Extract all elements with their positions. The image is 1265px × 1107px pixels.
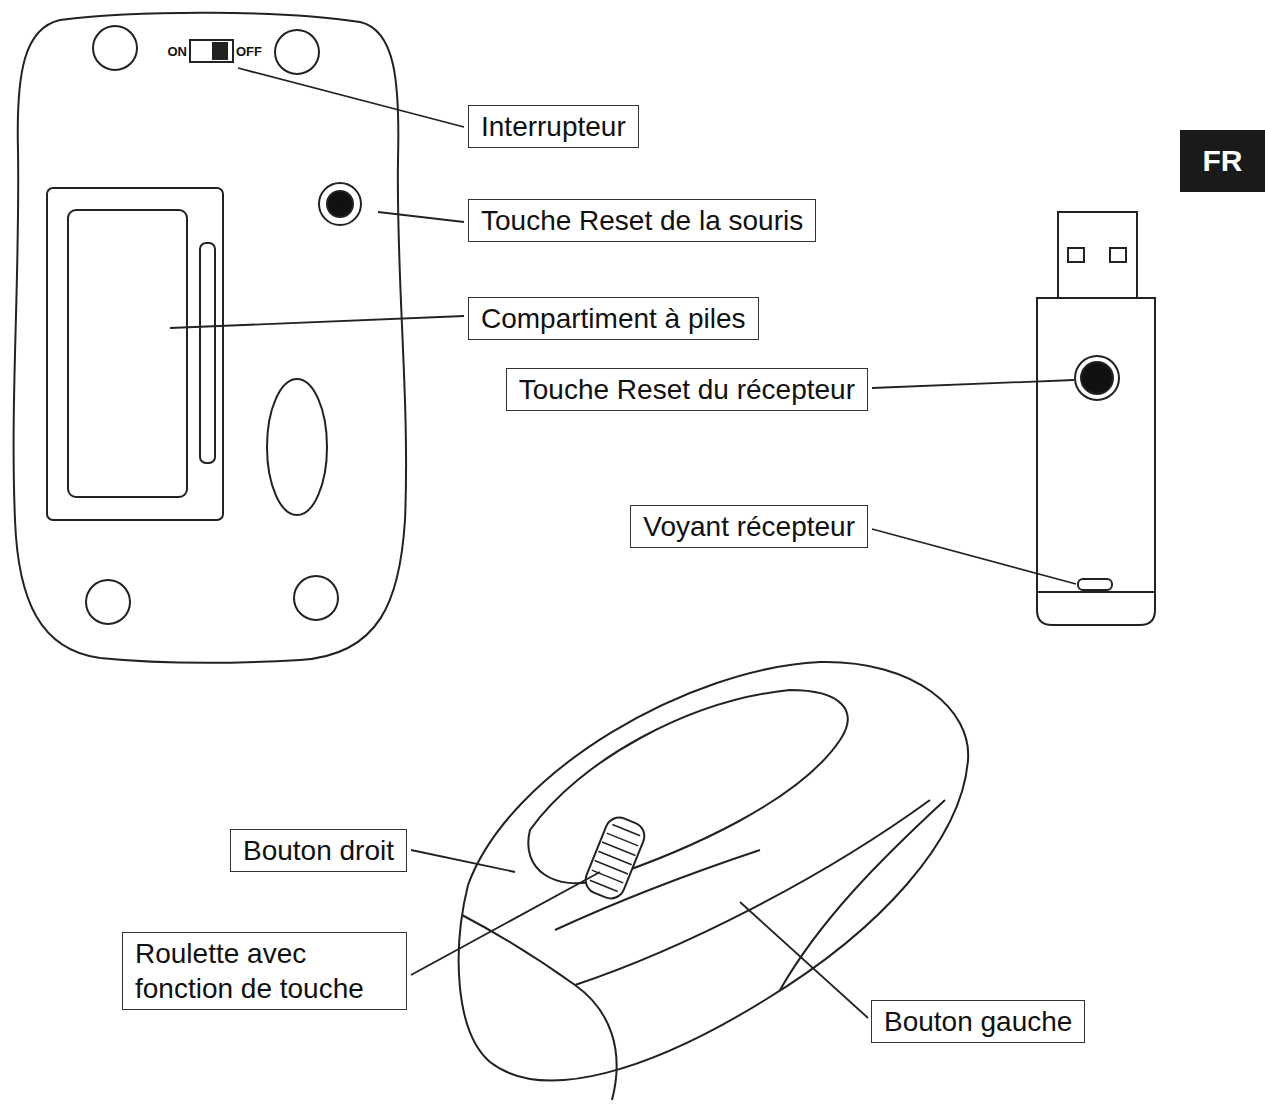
label-text: Voyant récepteur [643, 509, 855, 544]
label-text: Touche Reset de la souris [481, 203, 803, 238]
receiver-led [1078, 579, 1112, 590]
foot [86, 580, 130, 624]
sensor [267, 379, 327, 515]
receiver-body [1037, 298, 1155, 625]
leader-lines [170, 68, 1076, 1018]
mouse-bottom [14, 13, 407, 663]
label-text: Touche Reset du récepteur [519, 372, 855, 407]
battery-cover [68, 210, 187, 497]
mouse-divider [555, 800, 930, 985]
part-label: Touche Reset de la souris [468, 199, 816, 242]
usb-hole [1110, 248, 1126, 262]
foot [93, 26, 137, 70]
scroll-wheel [581, 813, 648, 902]
switch [190, 40, 233, 62]
label-text: Roulette avec fonction de touche [135, 936, 394, 1006]
slot [200, 243, 215, 463]
part-label: Bouton droit [230, 829, 407, 872]
mouse-top-edge [462, 915, 617, 1100]
label-text: Bouton gauche [884, 1004, 1072, 1039]
switch-knob [213, 43, 227, 59]
label-text: Compartiment à piles [481, 301, 746, 336]
foot [275, 30, 319, 74]
switch-label: OFF [236, 44, 262, 59]
receiver-reset [1081, 362, 1113, 394]
label-text: Bouton droit [243, 833, 394, 868]
label-text: FR [1203, 142, 1243, 180]
usb-plug [1058, 212, 1137, 298]
switch-label: ON [168, 44, 188, 59]
part-label: Compartiment à piles [468, 297, 759, 340]
usb-hole [1068, 248, 1084, 262]
receiver-line [1037, 591, 1155, 593]
receiver-reset [1075, 356, 1119, 400]
reset-button [327, 191, 353, 217]
language-tab: FR [1180, 130, 1265, 192]
mouse-groove [528, 690, 847, 883]
foot [294, 576, 338, 620]
battery-compartment [47, 188, 223, 520]
part-label: Touche Reset du récepteur [506, 368, 868, 411]
label-text: Interrupteur [481, 109, 626, 144]
part-label: Bouton gauche [871, 1000, 1085, 1043]
part-label: Interrupteur [468, 105, 639, 148]
part-label: Voyant récepteur [630, 505, 868, 548]
reset-button [319, 183, 361, 225]
part-label: Roulette avec fonction de touche [122, 932, 407, 1010]
